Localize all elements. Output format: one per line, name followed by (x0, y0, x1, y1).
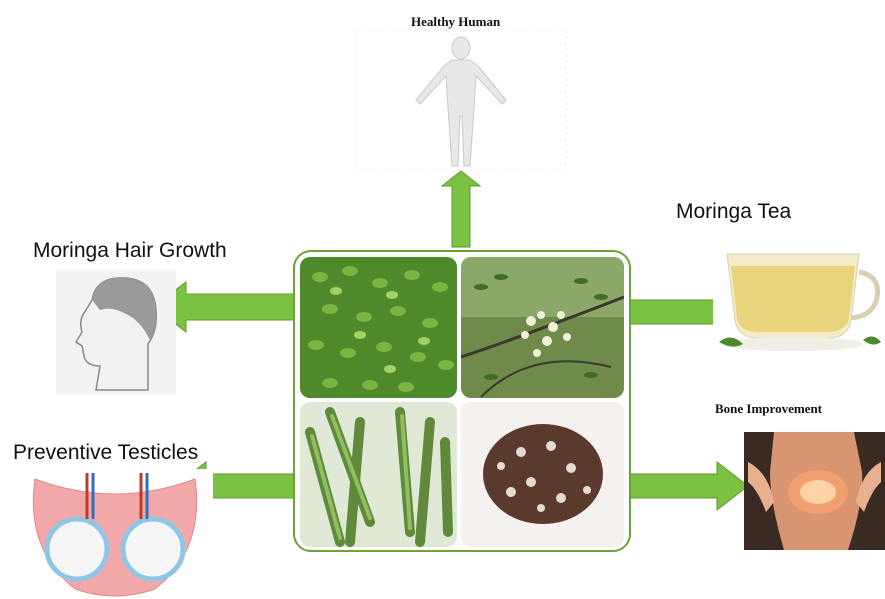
moringa-tea-label: Moringa Tea (676, 200, 791, 224)
moringa-collage-panel (293, 250, 631, 552)
knee-joint-icon (744, 432, 885, 550)
healthy-human-label: Healthy Human (411, 14, 500, 30)
moringa-seeds-icon (461, 402, 624, 547)
moringa-pods-icon (300, 402, 457, 547)
moringa-leaves-icon (300, 257, 457, 398)
bone-improvement-label: Bone Improvement (715, 401, 822, 417)
testicles-anatomy-icon (15, 469, 213, 597)
hair-growth-label: Moringa Hair Growth (33, 239, 227, 263)
moringa-flowers-icon (461, 257, 624, 398)
human-body-icon (356, 30, 566, 170)
tea-cup-icon (713, 232, 883, 354)
preventive-testicles-label: Preventive Testicles (13, 441, 198, 465)
arrow-up (442, 171, 480, 247)
arrow-right-bottom (629, 462, 748, 510)
head-profile-icon (56, 270, 176, 395)
